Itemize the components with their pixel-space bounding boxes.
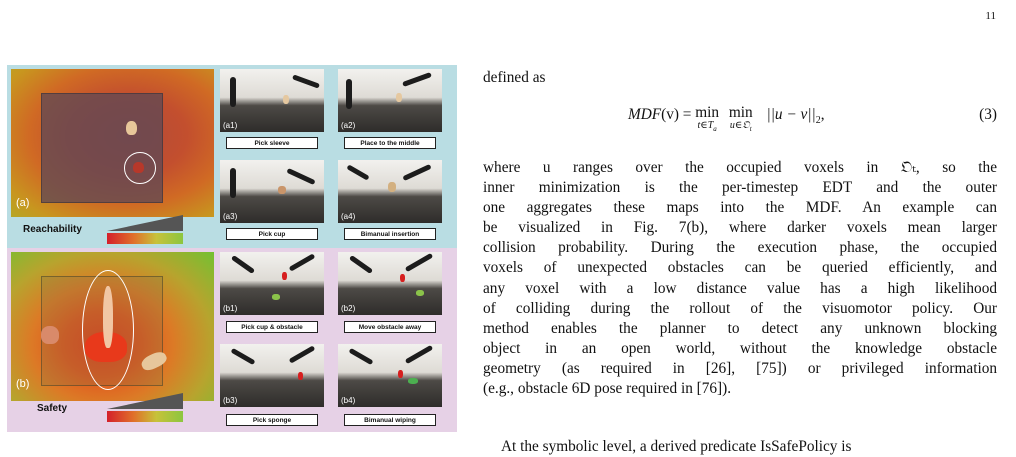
eq-sub2: u∈𝔒 <box>729 120 750 131</box>
page-number: 11 <box>985 10 996 22</box>
paragraph-line: collision probability. During the execut… <box>483 239 997 257</box>
eq-tail: , <box>820 106 825 123</box>
paragraph-line: voxels of unexpected obstacles can be qu… <box>483 259 997 277</box>
photo-b4: (b4) <box>338 344 442 407</box>
eq-min2-label: min <box>728 104 753 121</box>
photo-b3: (b3) <box>220 344 324 407</box>
photo-a2: (a2) <box>338 69 442 132</box>
arm-link-object <box>103 286 113 348</box>
paragraph-line: any voxel with a low distance value has … <box>483 279 997 297</box>
eq-min1-label: min <box>695 104 720 121</box>
photo-caption: Bimanual insertion <box>344 228 436 240</box>
safety-label: Safety <box>37 403 68 414</box>
figure-7: (a) Reachability (b) Safety (a1) Pick sl… <box>7 65 457 432</box>
eq-min1-sub: t∈Ta <box>695 121 719 134</box>
paragraph-line: of colliding during the rollout of the v… <box>483 299 997 317</box>
photo-a1: (a1) <box>220 69 324 132</box>
reachability-heatmap: (a) <box>11 69 214 217</box>
equation-body: MDF(v) = min t∈Ta min u∈𝔒t ||u − v||2, <box>628 105 825 134</box>
photo-tag: (b2) <box>341 304 356 313</box>
cup-object <box>41 326 59 344</box>
eq-sub1: t∈T <box>697 120 714 131</box>
photo-caption: Pick sponge <box>226 414 318 426</box>
photo-tag: (a1) <box>223 121 238 130</box>
paragraph-line: method enables the planner to detect any… <box>483 319 997 337</box>
paragraph-line: where u ranges over the occupied voxels … <box>483 159 997 176</box>
reachability-wedge <box>107 215 183 231</box>
panel-b-tag: (b) <box>16 378 30 390</box>
photo-tag: (b3) <box>223 396 238 405</box>
photo-caption: Pick sleeve <box>226 137 318 149</box>
equation-number: (3) <box>979 106 997 123</box>
photo-tag: (b1) <box>223 304 238 313</box>
paragraph-line: be visualized in Fig. 7(b), where darker… <box>483 219 997 237</box>
photo-caption: Move obstacle away <box>344 321 436 333</box>
safety-color-bar <box>107 411 183 422</box>
eq-lhs: MDF <box>628 106 662 123</box>
photo-tag: (a4) <box>341 212 356 221</box>
next-paragraph-start: At the symbolic level, a derived predica… <box>501 438 852 455</box>
photo-tag: (a2) <box>341 121 356 130</box>
paragraph-line: (e.g., obstacle 6D pose required in [76]… <box>483 380 732 398</box>
paragraph-line: inner minimization is the per-timestep E… <box>483 179 997 197</box>
table-mat <box>41 93 163 203</box>
photo-caption: Pick cup & obstacle <box>226 321 318 333</box>
paragraph-line: one aggregates these maps into the MDF. … <box>483 199 997 217</box>
reachability-label: Reachability <box>23 224 82 235</box>
photo-caption: Place to the middle <box>344 137 436 149</box>
sleeve-object <box>126 121 137 135</box>
equation-3: MDF(v) = min t∈Ta min u∈𝔒t ||u − v||2, (… <box>483 105 997 134</box>
photo-caption: Bimanual wiping <box>344 414 436 426</box>
safety-heatmap: (b) <box>11 252 214 401</box>
paragraph-line: geometry (as required in [26], [75]) or … <box>483 359 997 377</box>
paragraph-line: object in an open world, without the kno… <box>483 339 997 357</box>
highlight-ellipse <box>82 270 134 390</box>
eq-min1: min t∈Ta <box>695 105 719 134</box>
eq-sub2-sub: t <box>749 125 752 133</box>
eq-min2: min u∈𝔒t <box>729 105 753 134</box>
eq-lhs-arg: (v) = <box>661 106 696 123</box>
eq-norm: ||u − v|| <box>766 106 816 123</box>
intro-line: defined as <box>483 69 546 86</box>
photo-tag: (a3) <box>223 212 238 221</box>
body-paragraph: where u ranges over the occupied voxels … <box>483 158 997 399</box>
eq-norm-sub: 2 <box>815 115 821 127</box>
eq-min2-sub: u∈𝔒t <box>729 121 753 134</box>
reachability-color-bar <box>107 233 183 244</box>
panel-a-tag: (a) <box>16 197 30 209</box>
safety-wedge <box>107 393 183 409</box>
photo-a3: (a3) <box>220 160 324 223</box>
highlight-circle <box>124 152 156 184</box>
photo-caption: Pick cup <box>226 228 318 240</box>
photo-b2: (b2) <box>338 252 442 315</box>
cup-object <box>133 162 144 173</box>
photo-a4: (a4) <box>338 160 442 223</box>
eq-sub1-sub: a <box>713 125 717 133</box>
photo-b1: (b1) <box>220 252 324 315</box>
photo-tag: (b4) <box>341 396 356 405</box>
